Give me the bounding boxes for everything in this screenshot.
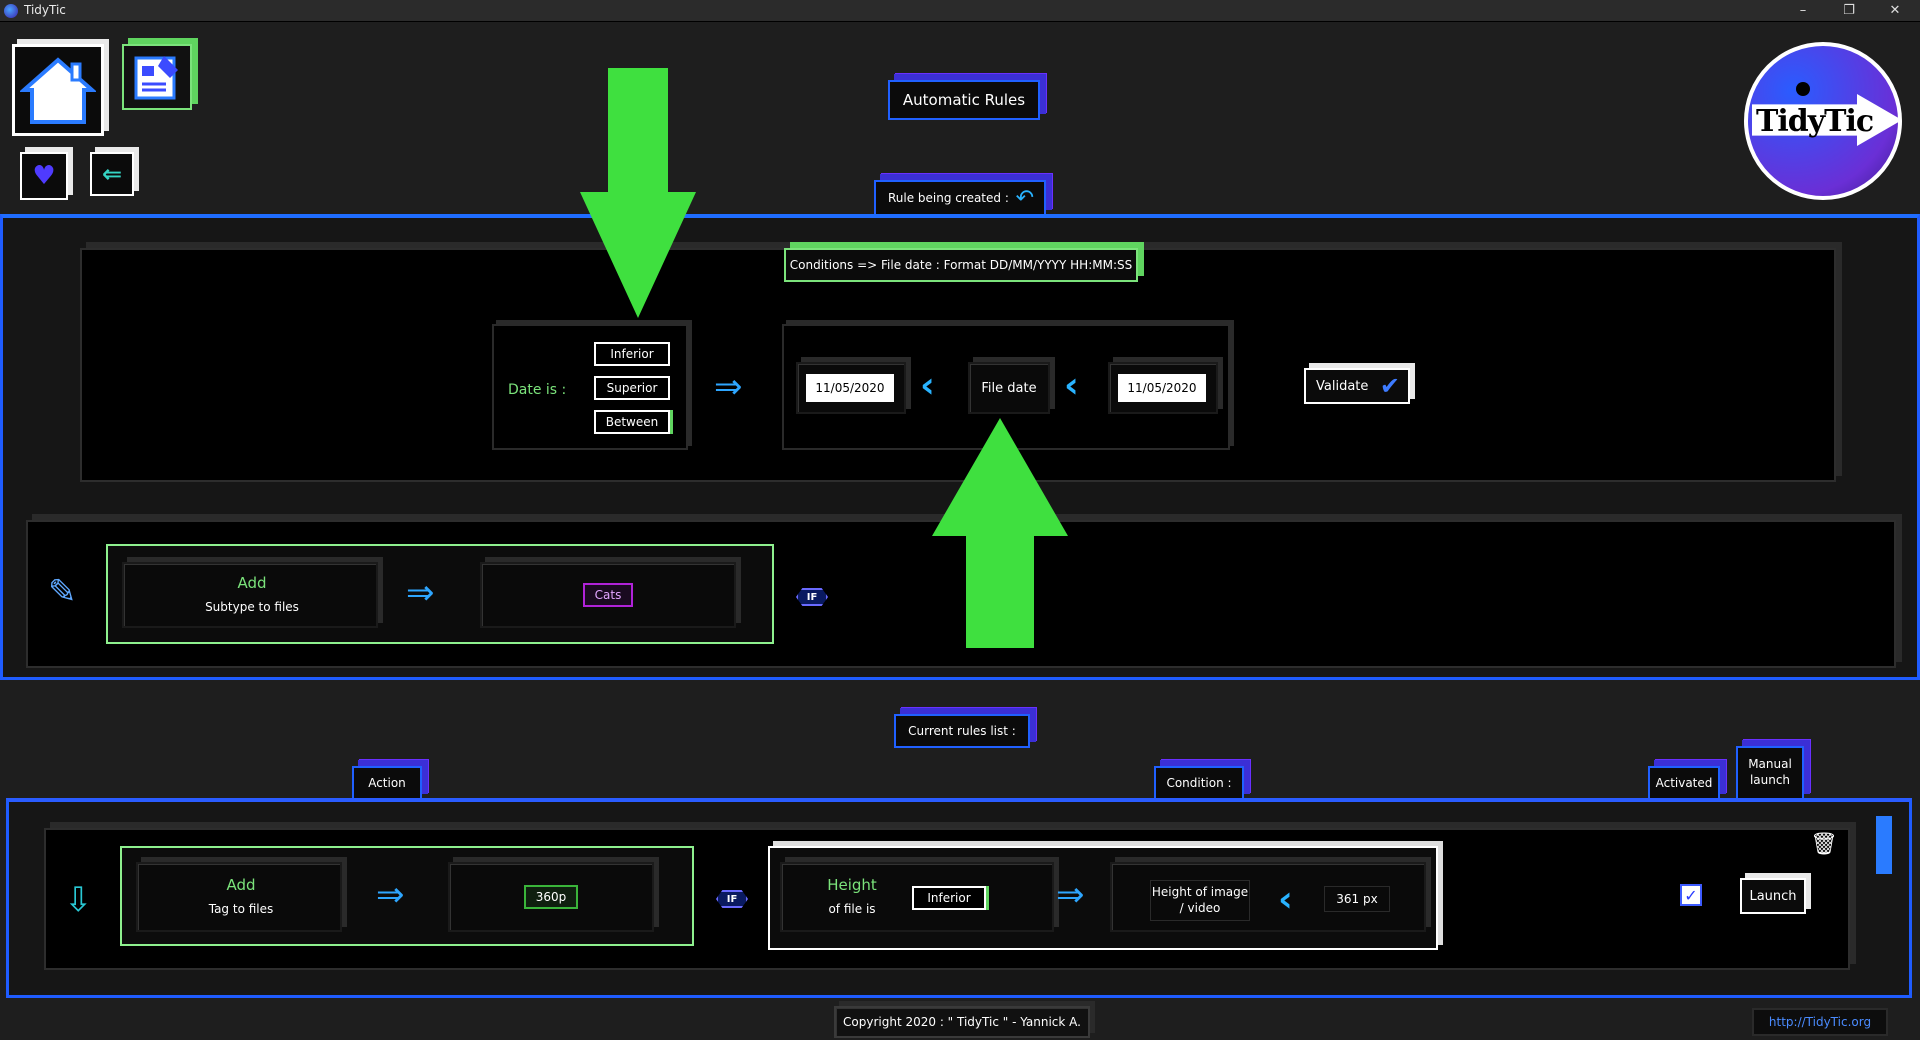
column-activated: Activated (1648, 766, 1720, 800)
validate-button[interactable]: Validate ✔ (1304, 368, 1410, 404)
rule-action-type-box: Add Tag to files (136, 862, 342, 932)
rule-action-frame: Add Tag to files ⇒ 360p (120, 846, 694, 946)
conditions-title: Conditions => File date : Format DD/MM/Y… (784, 248, 1138, 282)
minimize-button[interactable]: – (1799, 3, 1807, 18)
current-rules-title: Current rules list : (894, 714, 1030, 748)
rule-being-created-text: Rule being created : (888, 191, 1009, 205)
scrollbar-thumb[interactable] (1876, 816, 1892, 874)
close-button[interactable]: ✕ (1889, 3, 1901, 18)
window-title: TidyTic (24, 3, 66, 17)
rule-if-badge: IF (716, 890, 748, 908)
date-to-input[interactable]: 11/05/2020 (1118, 374, 1206, 402)
action-arrow-icon: ⇒ (406, 573, 435, 613)
logo-text: TidyTic (1756, 104, 1874, 139)
option-superior[interactable]: Superior (594, 376, 670, 400)
rule-value-box: 360p (448, 862, 654, 932)
home-button[interactable] (12, 44, 104, 136)
restore-button[interactable]: ❐ (1843, 3, 1855, 18)
rule-less-than-icon: ‹ (1278, 879, 1293, 920)
column-action: Action (352, 766, 422, 800)
copyright-label: Copyright 2020 : " TidyTic " - Yannick A… (834, 1006, 1090, 1038)
rule-operator-chip: Inferior (912, 886, 986, 910)
rule-being-created-label: Rule being created : ↶ (874, 180, 1046, 216)
annotation-arrow-down-icon (580, 68, 696, 318)
rule-condition-box: Height of file is Inferior (780, 862, 1054, 932)
value-chip-360p: 360p (523, 885, 579, 909)
option-inferior[interactable]: Inferior (594, 342, 670, 366)
date-is-label: Date is : (508, 382, 567, 398)
logo-eye (1796, 82, 1810, 96)
back-button[interactable]: ⇐ (90, 152, 134, 196)
activated-checkbox[interactable]: ✓ (1680, 884, 1702, 906)
rule-condition-frame: Height of file is Inferior ⇒ Height of i… (768, 846, 1438, 950)
rule-property-label: Height of image / video (1150, 880, 1250, 922)
rule-comparison-box: Height of image / video ‹ 361 px (1110, 862, 1426, 932)
validate-label: Validate (1316, 378, 1369, 394)
less-than-icon: ‹ (920, 365, 935, 406)
rule-target-label: Tag to files (208, 902, 274, 916)
undo-icon[interactable]: ↶ (1015, 185, 1034, 211)
favorites-button[interactable]: ♥ (20, 152, 68, 200)
option-between[interactable]: Between (594, 410, 670, 434)
action-add-label: Add (237, 574, 267, 592)
less-than-icon-2: ‹ (1064, 365, 1079, 406)
arrow-left-icon: ⇐ (101, 160, 123, 188)
rule-threshold-value: 361 px (1324, 886, 1390, 912)
date-from-input[interactable]: 11/05/2020 (806, 374, 894, 402)
annotation-arrow-up-icon (932, 418, 1068, 648)
check-icon: ✔ (1379, 372, 1400, 400)
automatic-rules-title: Automatic Rules (888, 80, 1040, 120)
column-manual-launch: Manual launch (1736, 746, 1804, 800)
rule-add-label: Add (226, 876, 256, 894)
rule-of-file-label: of file is (828, 902, 876, 916)
heart-icon: ♥ (32, 161, 56, 191)
rules-editor-button[interactable] (122, 44, 192, 110)
trash-icon[interactable]: 🗑 (1810, 832, 1838, 857)
double-arrow-right-icon: ⇒ (714, 367, 743, 407)
file-date-label: File date (968, 362, 1050, 414)
action-frame: Add Subtype to files ⇒ Cats (106, 544, 774, 644)
launch-button[interactable]: Launch (1740, 878, 1806, 914)
rule-arrow-icon: ⇒ (376, 875, 405, 915)
app-icon (4, 4, 18, 18)
arrow-down-icon[interactable]: ⇩ (64, 880, 93, 920)
rule-cond-arrow-icon: ⇒ (1056, 875, 1085, 915)
home-icon (20, 57, 96, 124)
document-edit-icon (134, 56, 178, 100)
website-link[interactable]: http://TidyTic.org (1752, 1008, 1888, 1036)
window-titlebar: TidyTic – ❐ ✕ (0, 0, 1920, 22)
action-value-box: Cats (480, 562, 736, 628)
date-is-group: Date is : Inferior Superior Between (492, 324, 688, 450)
action-subtype-label: Subtype to files (205, 600, 299, 614)
tidytic-logo: TidyTic (1744, 42, 1902, 200)
if-badge: IF (796, 588, 828, 606)
value-chip-cats[interactable]: Cats (582, 583, 634, 607)
rule-height-label: Height (827, 876, 877, 894)
pencil-icon[interactable]: ✎ (48, 572, 77, 612)
action-type-box[interactable]: Add Subtype to files (122, 562, 378, 628)
column-condition: Condition : (1154, 766, 1244, 800)
